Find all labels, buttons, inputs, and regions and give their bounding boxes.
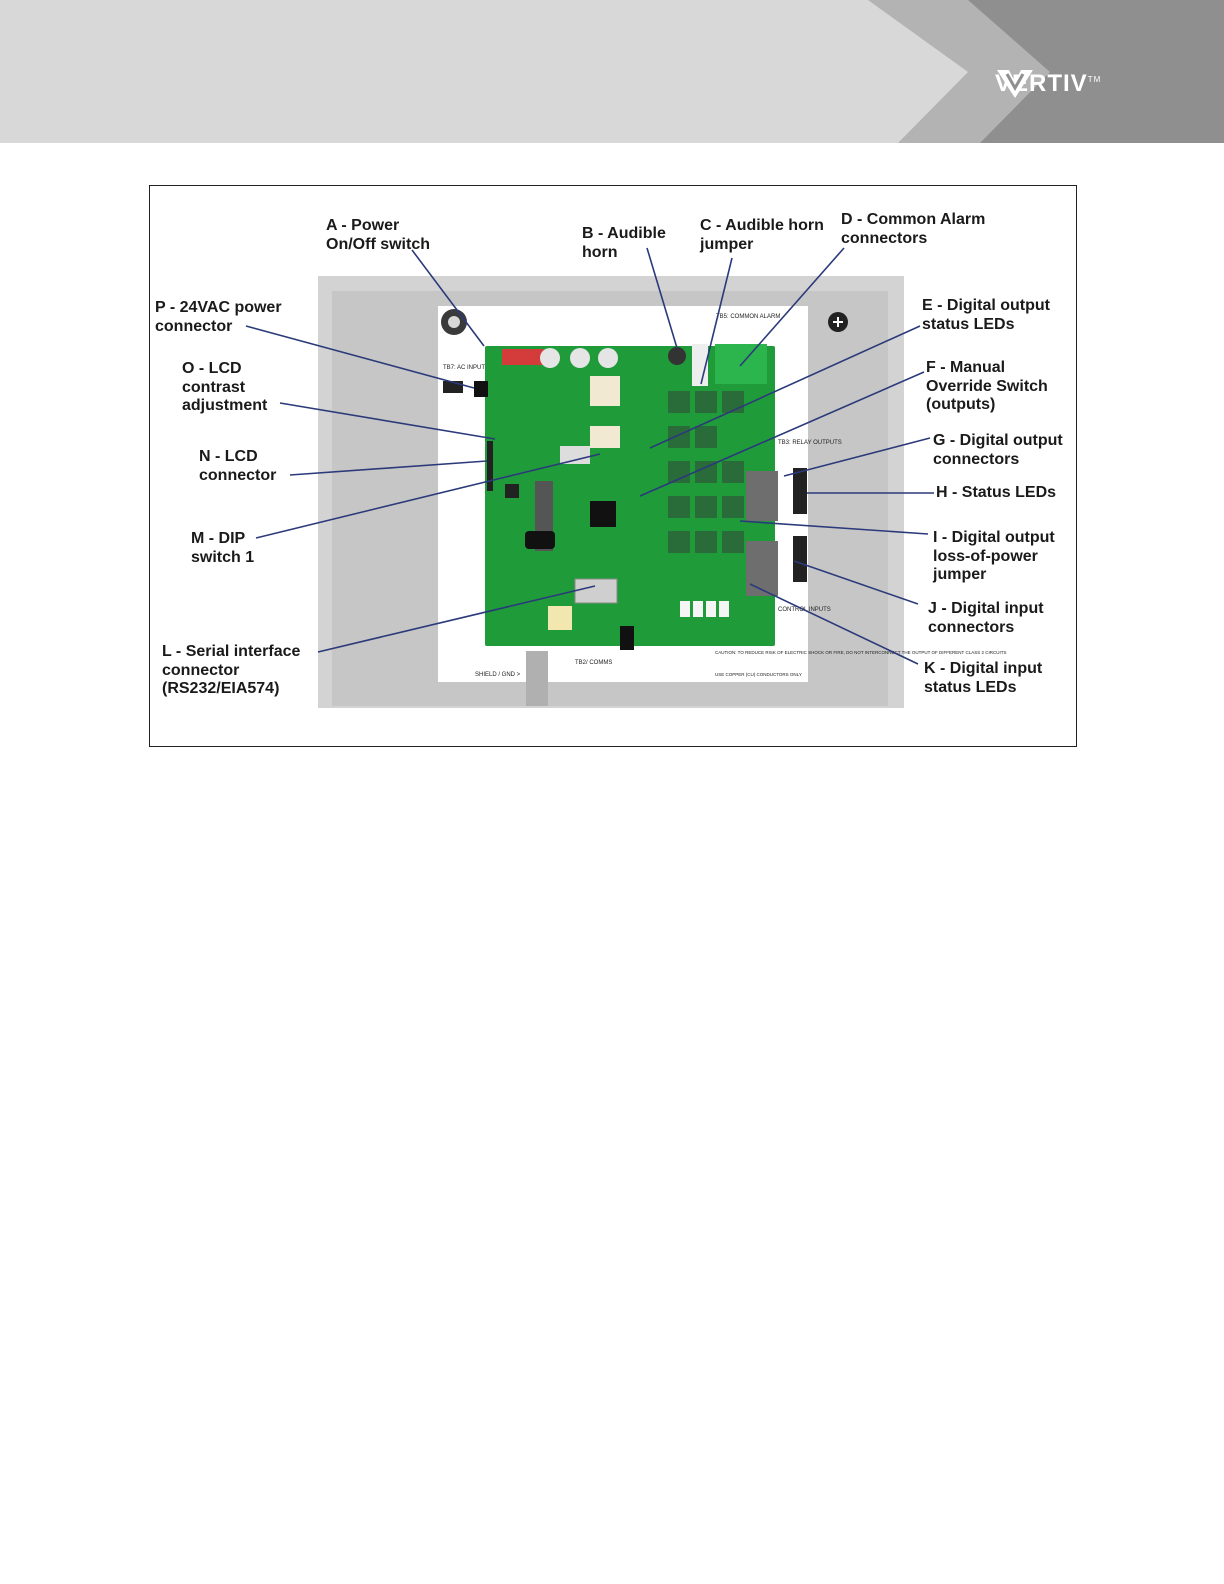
callout-status-leds: H - Status LEDs: [936, 484, 1056, 503]
callout-loss-of-power-jumper: I - Digital output loss-of-power jumper: [933, 529, 1055, 585]
callout-serial-interface-connector: L - Serial interface connector (RS232/EI…: [162, 643, 300, 699]
relay-outputs-board-label: TB3: RELAY OUTPUTS: [778, 440, 842, 446]
status-led-strip: [793, 468, 807, 514]
comms-board-label: TB2/ COMMS: [575, 660, 612, 666]
callout-dip-switch: M - DIP switch 1: [191, 530, 254, 567]
vertiv-v-icon: [995, 64, 1035, 100]
power-switch-component: [502, 349, 544, 365]
cpu-chip: [590, 501, 616, 527]
digital-input-terminal: [746, 541, 778, 596]
callout-digital-input-status-leds: K - Digital input status LEDs: [924, 660, 1042, 697]
mounting-screw-center: [448, 316, 460, 328]
callout-manual-override-switch: F - Manual Override Switch (outputs): [926, 359, 1048, 415]
audible-horn-component: [668, 347, 686, 365]
input-led-strip: [793, 536, 807, 582]
page-header: VERTIVTM: [0, 0, 1224, 143]
callout-audible-horn-jumper: C - Audible horn jumper: [700, 217, 824, 254]
shield-board-label: SHIELD / GND >: [475, 672, 521, 678]
vertiv-logo: VERTIVTM: [995, 64, 1101, 104]
transformer-2: [590, 426, 620, 448]
transformer-1: [590, 376, 620, 406]
board-diagram-figure: TB7: AC INPUT TB5: COMMON ALARM TB3: REL…: [149, 185, 1077, 747]
ac-input-board-label: TB7: AC INPUT: [443, 365, 485, 371]
lcd-connector-component: [487, 441, 493, 491]
callout-power-switch: A - Power On/Off switch: [326, 217, 430, 254]
comm-chip: [548, 606, 572, 630]
common-alarm-board-label: TB5: COMMON ALARM: [716, 314, 780, 320]
callout-lcd-contrast: O - LCD contrast adjustment: [182, 360, 267, 416]
dip-switch-component: [560, 446, 590, 464]
callout-digital-output-connectors: G - Digital output connectors: [933, 432, 1063, 469]
serial-db9-connector: [575, 579, 617, 603]
callout-digital-input-connectors: J - Digital input connectors: [928, 600, 1044, 637]
power-connector-component: [474, 381, 488, 397]
callout-power-connector: P - 24VAC power connector: [155, 299, 282, 336]
shield-gnd-bracket: [526, 651, 548, 706]
ic-small: [505, 484, 519, 498]
callout-common-alarm-connectors: D - Common Alarm connectors: [841, 211, 985, 248]
callout-digital-output-status-leds: E - Digital output status LEDs: [922, 297, 1050, 334]
caution-board-label: CAUTION: TO REDUCE RISK OF ELECTRIC SHOC…: [715, 650, 1006, 655]
callout-audible-horn: B - Audible horn: [582, 225, 666, 262]
comms-terminal: [620, 626, 634, 650]
capacitor-block: [525, 531, 555, 549]
callout-lcd-connector: N - LCD connector: [199, 448, 276, 485]
copper-board-label: USE COPPER (CU) CONDUCTORS ONLY: [715, 672, 802, 677]
digital-output-terminal: [746, 471, 778, 521]
